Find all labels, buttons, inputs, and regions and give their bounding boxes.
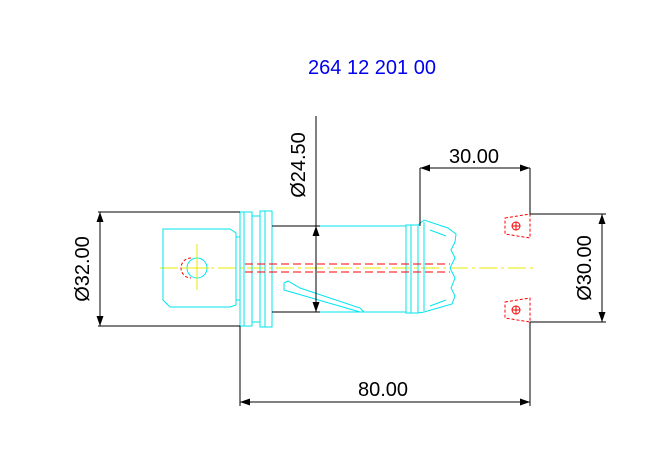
hole-center-mark: [185, 244, 209, 290]
part-number-title: 264 12 201 00: [308, 57, 436, 79]
dim-text-dia-24-50: Ø24.50: [288, 132, 310, 198]
dim-text-length-80-00: 80.00: [358, 379, 408, 401]
dim-text-dia-32-00: Ø32.00: [72, 236, 94, 302]
hidden-features: [180, 213, 531, 323]
dim-text-length-30-00: 30.00: [449, 146, 499, 168]
part-outline: [162, 210, 457, 328]
dim-text-dia-30-00: Ø30.00: [574, 235, 596, 301]
dimension-lines: [96, 116, 606, 406]
